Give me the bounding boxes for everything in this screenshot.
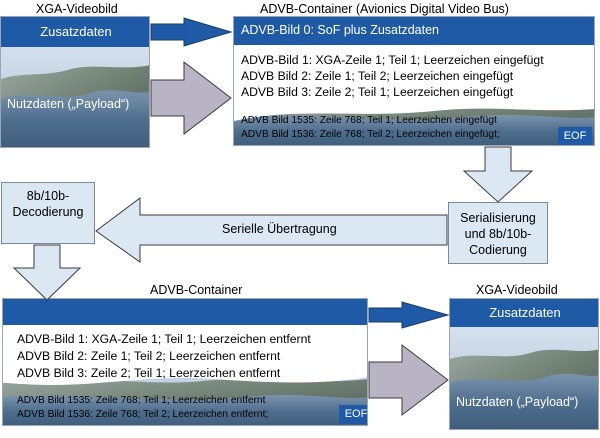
down-to-container-arrow <box>12 244 82 301</box>
top-container: ADVB-Bild 0: SoF plus Zusatzdaten ADVB-B… <box>233 16 595 146</box>
bottom-container: ADVB-Bild 1: XGA-Zeile 1; Teil 1; Leerze… <box>2 298 368 426</box>
down-to-encode-arrow <box>462 146 534 203</box>
bottom-eof-badge: EOF <box>339 405 367 424</box>
bottom-container-header-band <box>3 299 367 325</box>
top-xga-title: XGA-Videobild <box>36 2 118 16</box>
bottom-container-title: ADVB-Container <box>150 283 243 297</box>
bottom-xga-payload: Nutzdaten („Payload“) <box>456 395 579 409</box>
top-eof-badge: EOF <box>558 127 592 145</box>
top-container-header-band <box>234 17 594 45</box>
top-line-2: ADVB Bild 2: Zeile 1; Teil 2; Leerzeiche… <box>241 69 514 83</box>
bottom-header-arrow <box>368 301 450 329</box>
top-payload-arrow <box>150 60 232 136</box>
top-container-header: ADVB-Bild 0: SoF plus Zusatzdaten <box>241 23 440 37</box>
top-line-3: ADVB Bild 3: Zeile 2; Teil 1; Leerzeiche… <box>241 85 514 99</box>
bottom-xga-header-band <box>450 299 598 327</box>
serial-transmission-label: Serielle Übertragung <box>222 222 337 236</box>
decode-box: 8b/10b- Decodierung <box>1 182 95 244</box>
top-small-line-1: ADVB Bild 1535: Zeile 768; Teil 1; Leerz… <box>241 115 497 126</box>
top-xga-image: Zusatzdaten Nutzdaten („Payload“) <box>0 16 150 148</box>
bottom-xga-title: XGA-Videobild <box>476 283 558 297</box>
top-container-title: ADVB-Container (Avionics Digital Video B… <box>260 2 509 16</box>
bottom-line-1: ADVB-Bild 1: XGA-Zeile 1; Teil 1; Leerze… <box>17 332 311 346</box>
top-small-line-2: ADVB Bild 1536: Zeile 768; Teil 2; Leerz… <box>241 129 500 140</box>
top-xga-header-band <box>1 17 149 47</box>
bottom-small-line-2: ADVB Bild 1536: Zeile 768; Teil 2; Leerz… <box>17 409 269 420</box>
bottom-small-line-1: ADVB Bild 1535: Zeile 768; Teil 1; Leerz… <box>17 395 266 406</box>
container-photo-icon <box>234 17 594 145</box>
landscape-photo-icon <box>450 299 598 429</box>
encode-box-label: Serialisierung und 8b/10b- Codierung <box>460 211 536 257</box>
bottom-line-2: ADVB Bild 2: Zeile 1; Teil 2; Leerzeiche… <box>17 349 281 363</box>
bottom-line-3: ADVB Bild 3: Zeile 2; Teil 1; Leerzeiche… <box>17 366 281 380</box>
top-xga-payload: Nutzdaten („Payload“) <box>7 97 130 111</box>
top-header-arrow <box>150 17 233 47</box>
bottom-payload-arrow <box>368 343 449 417</box>
top-xga-header: Zusatzdaten <box>40 24 112 39</box>
decode-box-label: 8b/10b- Decodierung <box>12 189 84 219</box>
serial-transmission-arrow <box>95 197 448 263</box>
encode-box: Serialisierung und 8b/10b- Codierung <box>448 202 548 264</box>
bottom-xga-header: Zusatzdaten <box>489 305 561 320</box>
top-line-1: ADVB-Bild 1: XGA-Zeile 1; Teil 1; Leerze… <box>241 53 544 67</box>
bottom-xga-image: Zusatzdaten Nutzdaten („Payload“) <box>449 298 599 430</box>
